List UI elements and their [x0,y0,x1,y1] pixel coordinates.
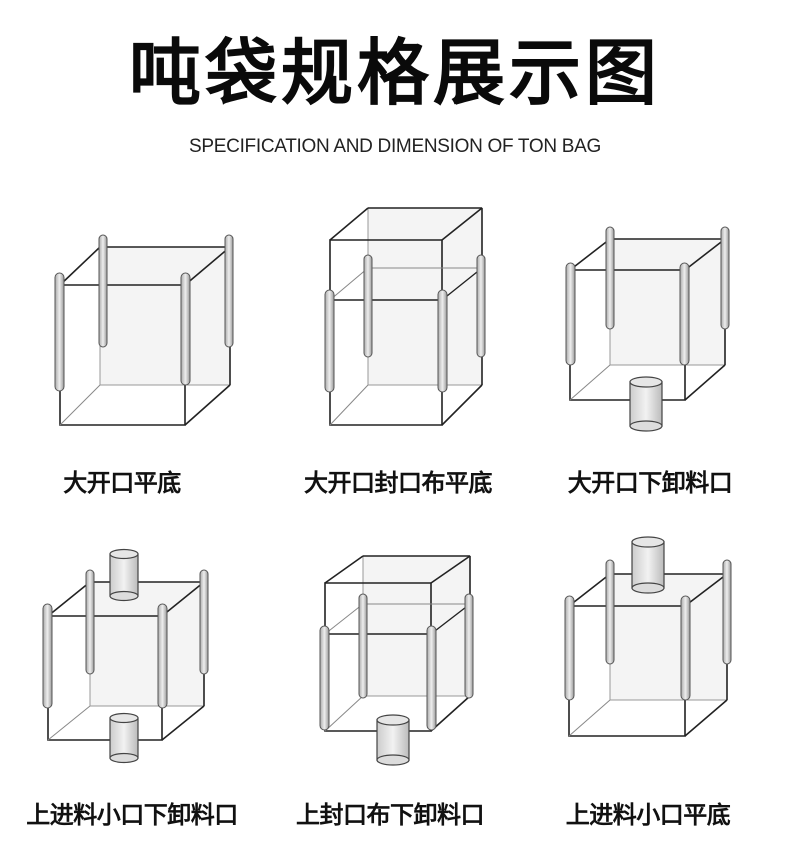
bag-diagram-top-spout-flat-bottom [555,530,790,745]
bag-caption: 大开口平底 [63,469,181,497]
bag-diagram-top-spout-bottom-spout [30,548,270,773]
bag-diagram-open-top-bottom-spout [555,225,790,440]
page-title: 吨袋规格展示图 [128,31,661,115]
bag-caption: 上进料小口下卸料口 [26,801,238,829]
bag-caption: 上进料小口平底 [565,801,731,829]
bag-diagram-open-top-skirt-flat-bottom [310,200,550,440]
bag-caption: 上封口布下卸料口 [296,801,485,829]
bag-diagram-open-top-flat-bottom [40,225,280,445]
page-subtitle: SPECIFICATION AND DIMENSION OF TON BAG [189,136,601,157]
bag-caption: 大开口封口布平底 [304,469,493,497]
bag-diagram-top-skirt-bottom-spout [305,548,545,773]
bag-caption: 大开口下卸料口 [567,469,733,497]
